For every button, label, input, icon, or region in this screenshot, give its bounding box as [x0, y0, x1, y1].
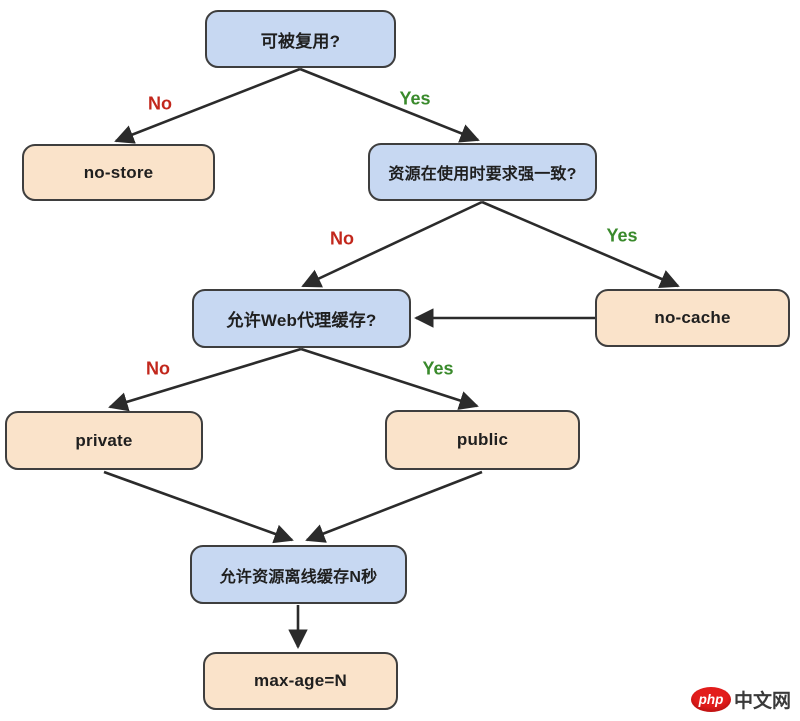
- node-public-label: public: [456, 430, 509, 449]
- php-cn-watermark-text: 中文网: [733, 691, 791, 712]
- edge-label-reusable-yes: Yes: [399, 88, 431, 109]
- php-cn-watermark: php 中文网: [690, 686, 791, 713]
- node-no-cache-label: no-cache: [654, 308, 731, 327]
- node-offline-cache: 允许资源离线缓存N秒: [190, 545, 407, 604]
- node-no-store-label: no-store: [83, 162, 154, 182]
- edge-label-proxy-yes: Yes: [422, 358, 454, 379]
- node-web-proxy: 允许Web代理缓存?: [192, 289, 411, 348]
- node-web-proxy-label: 允许Web代理缓存?: [226, 311, 377, 330]
- node-reusable-label: 可被复用?: [260, 31, 341, 51]
- node-public: public: [385, 410, 580, 470]
- node-no-cache: no-cache: [595, 289, 790, 347]
- php-logo-badge: php: [690, 687, 731, 712]
- node-offline-cache-label: 允许资源离线缓存N秒: [219, 568, 378, 586]
- edge-label-consistency-no: No: [330, 228, 354, 249]
- node-reusable: 可被复用?: [205, 10, 396, 68]
- node-max-age: max-age=N: [203, 652, 398, 710]
- edge-label-proxy-no: No: [146, 358, 170, 379]
- node-no-store: no-store: [22, 144, 215, 201]
- edge-label-reusable-no: No: [148, 93, 172, 114]
- node-strong-consistency: 资源在使用时要求强一致?: [368, 143, 597, 201]
- edge-label-consistency-yes: Yes: [606, 225, 638, 246]
- node-private: private: [5, 411, 203, 470]
- node-private-label: private: [75, 430, 133, 450]
- node-max-age-label: max-age=N: [254, 671, 347, 690]
- node-strong-consistency-label: 资源在使用时要求强一致?: [388, 166, 577, 183]
